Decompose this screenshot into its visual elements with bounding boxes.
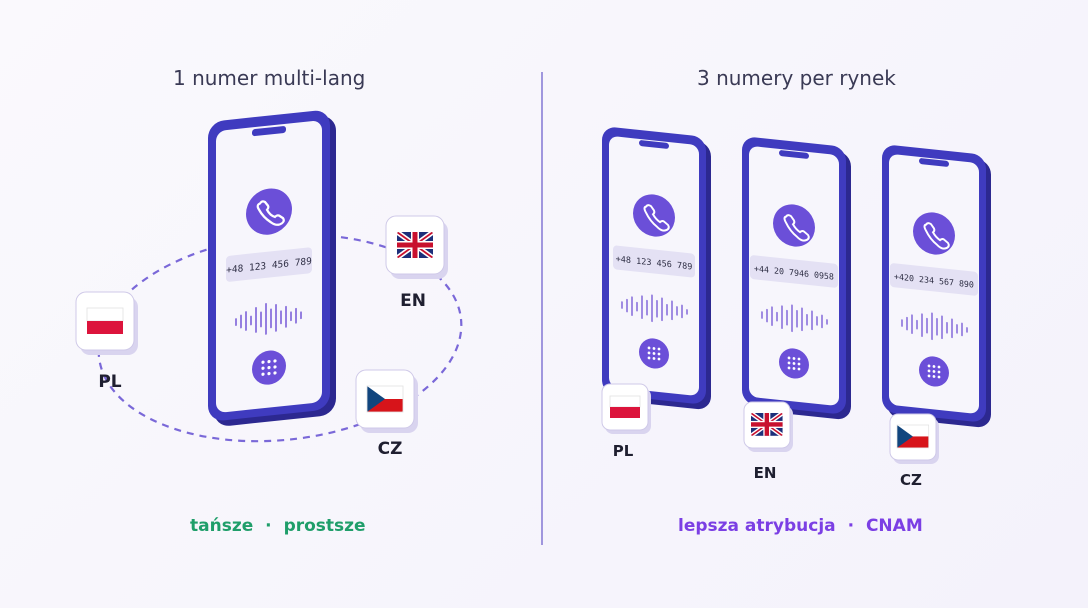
left-flag-cz: CZ xyxy=(355,369,418,459)
right-phone-cz: +420 234 567 890 xyxy=(882,145,991,428)
left-flag-cz-label: CZ xyxy=(378,439,403,459)
left-flag-en: EN xyxy=(385,215,448,311)
left-flag-pl-label: PL xyxy=(98,372,121,392)
left-caption: tańsze · prostsze xyxy=(190,516,366,536)
left-flag-en-label: EN xyxy=(400,291,426,311)
waveform-icon xyxy=(761,304,828,333)
right-flag-pl: PL xyxy=(601,383,651,460)
left-caption-first: tańsze xyxy=(190,516,254,536)
right-title: 3 numery per rynek xyxy=(697,66,896,90)
right-caption-second: CNAM xyxy=(865,516,923,536)
right-flag-pl-label: PL xyxy=(613,442,634,460)
left-caption-separator: · xyxy=(265,516,272,536)
waveform-icon xyxy=(901,312,968,341)
left-caption-second: prostsze xyxy=(283,516,366,536)
right-flag-cz: CZ xyxy=(889,413,939,489)
right-caption-first: lepsza atrybucja xyxy=(678,516,836,536)
right-flag-en: EN xyxy=(743,401,793,482)
right-phone-pl: +48 123 456 789 xyxy=(602,127,711,410)
waveform-icon xyxy=(235,302,302,335)
waveform-icon xyxy=(621,294,688,323)
right-caption-separator: · xyxy=(847,516,855,536)
left-title: 1 numer multi-lang xyxy=(173,66,366,90)
left-phone: +48 123 456 789 xyxy=(208,110,336,426)
right-flag-cz-label: CZ xyxy=(900,471,922,489)
right-phone-en: +44 20 7946 0958 xyxy=(742,137,851,420)
left-flag-pl: PL xyxy=(75,291,138,392)
right-flag-en-label: EN xyxy=(754,464,777,482)
right-caption: lepsza atrybucja · CNAM xyxy=(678,516,923,536)
